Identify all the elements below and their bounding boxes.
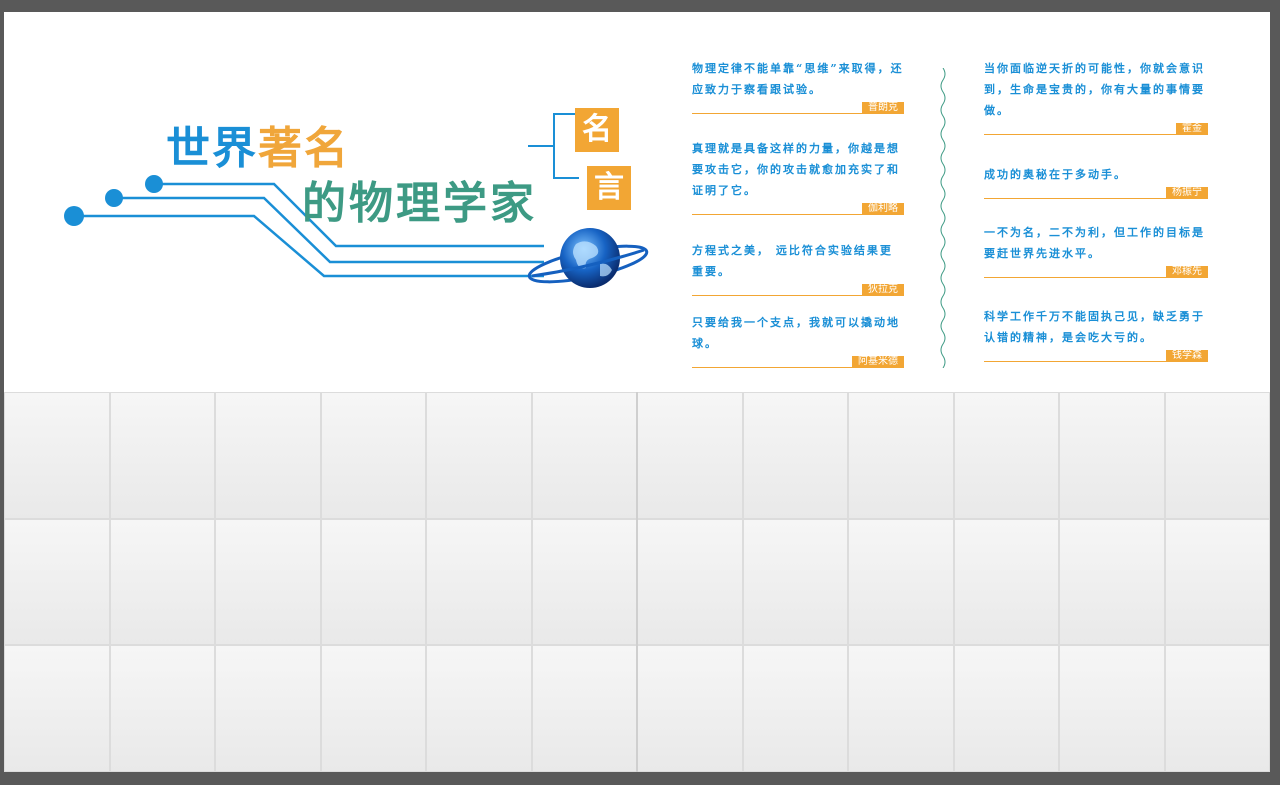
quote-author: 邓稼先 bbox=[1166, 266, 1208, 278]
quote-card: 真理就是具备这样的力量，你越是想要攻击它，你的攻击就愈加充实了和证明了它。 伽利… bbox=[692, 138, 904, 215]
quote-text: 物理定律不能单靠“思维”来取得，还应致力于察看跟试验。 bbox=[692, 62, 904, 96]
quote-card: 只要给我一个支点，我就可以撬动地球。 阿基米德 bbox=[692, 312, 904, 368]
badge-ming: 名 bbox=[575, 108, 619, 152]
wall-tile bbox=[953, 518, 1059, 646]
wall-tile bbox=[953, 645, 1059, 772]
circuit-node bbox=[105, 189, 123, 207]
wall-tile bbox=[742, 392, 848, 519]
page-subtitle: 的物理学家 bbox=[302, 178, 537, 229]
wall-tile bbox=[531, 518, 637, 646]
title-part-2: 著名 bbox=[258, 123, 350, 174]
quote-author: 杨振宁 bbox=[1166, 187, 1208, 199]
wall-tile bbox=[215, 518, 321, 646]
quote-author: 阿基米德 bbox=[852, 356, 904, 368]
wavy-divider bbox=[940, 68, 946, 368]
circuit-node bbox=[64, 206, 84, 226]
wall-tile bbox=[426, 645, 532, 772]
quote-author: 钱学森 bbox=[1166, 350, 1208, 362]
wall-tile bbox=[531, 392, 637, 519]
quote-text: 成功的奥秘在于多动手。 bbox=[984, 168, 1127, 181]
quote-author: 伽利略 bbox=[862, 203, 904, 215]
wall-tile bbox=[953, 392, 1059, 519]
wall-tile bbox=[4, 518, 110, 646]
wall-tile bbox=[848, 518, 954, 646]
wall-tile bbox=[531, 645, 637, 772]
quote-text: 科学工作千万不能固执己见，缺乏勇于认错的精神，是会吃大亏的。 bbox=[984, 310, 1205, 344]
wall-tile bbox=[848, 392, 954, 519]
quote-text: 真理就是具备这样的力量，你越是想要攻击它，你的攻击就愈加充实了和证明了它。 bbox=[692, 142, 900, 197]
wall-tile bbox=[742, 518, 848, 646]
wall-tile bbox=[637, 518, 743, 646]
quote-card: 科学工作千万不能固执己见，缺乏勇于认错的精神，是会吃大亏的。 钱学森 bbox=[984, 306, 1208, 362]
quote-card: 当你面临逆天折的可能性，你就会意识到，生命是宝贵的，你有大量的事情要做。 霍金 bbox=[984, 58, 1208, 135]
quote-card: 成功的奥秘在于多动手。 杨振宁 bbox=[984, 164, 1208, 199]
quote-text: 方程式之美， 远比符合实验结果更重要。 bbox=[692, 244, 893, 278]
title-part-1: 世界 bbox=[166, 123, 258, 174]
wall-tile bbox=[320, 645, 426, 772]
tile-wall bbox=[4, 392, 1270, 772]
quote-author: 狄拉克 bbox=[862, 284, 904, 296]
wall-tile bbox=[1164, 645, 1270, 772]
wall-tile bbox=[848, 645, 954, 772]
wall-tile bbox=[320, 518, 426, 646]
wall-tile bbox=[215, 645, 321, 772]
globe-icon bbox=[527, 228, 649, 288]
wall-tile bbox=[4, 392, 110, 519]
quote-card: 一不为名，二不为利，但工作的目标是要赶世界先进水平。 邓稼先 bbox=[984, 222, 1208, 278]
wall-tile bbox=[109, 392, 215, 519]
wall-tile bbox=[215, 392, 321, 519]
quote-text: 一不为名，二不为利，但工作的目标是要赶世界先进水平。 bbox=[984, 226, 1205, 260]
page-title: 世界著名 bbox=[166, 112, 350, 176]
quote-card: 方程式之美， 远比符合实验结果更重要。 狄拉克 bbox=[692, 240, 904, 296]
wall-tile bbox=[426, 518, 532, 646]
wall-tile bbox=[1164, 392, 1270, 519]
wall-tile bbox=[320, 392, 426, 519]
wall-tile bbox=[637, 392, 743, 519]
quote-card: 物理定律不能单靠“思维”来取得，还应致力于察看跟试验。 普朗克 bbox=[692, 58, 904, 114]
wall-tile bbox=[109, 518, 215, 646]
wall-tile bbox=[1059, 392, 1165, 519]
quote-text: 当你面临逆天折的可能性，你就会意识到，生命是宝贵的，你有大量的事情要做。 bbox=[984, 62, 1205, 117]
quote-author: 普朗克 bbox=[862, 102, 904, 114]
display-board: 世界著名 的物理学家 名 言 物理定律不能单靠“思维”来取得，还应致力于察看跟试… bbox=[4, 12, 1270, 392]
wall-tile bbox=[1059, 518, 1165, 646]
wall-tile bbox=[1059, 645, 1165, 772]
quote-text: 只要给我一个支点，我就可以撬动地球。 bbox=[692, 316, 900, 350]
badge-yan: 言 bbox=[587, 166, 631, 210]
circuit-lines-graphic bbox=[64, 113, 579, 278]
wall-tile bbox=[637, 645, 743, 772]
wall-tile bbox=[426, 392, 532, 519]
wall-tile bbox=[742, 645, 848, 772]
quote-author: 霍金 bbox=[1176, 123, 1208, 135]
wall-tile bbox=[4, 645, 110, 772]
wall-tile bbox=[1164, 518, 1270, 646]
wall-tile bbox=[109, 645, 215, 772]
circuit-node bbox=[145, 175, 163, 193]
wall-seam bbox=[636, 392, 638, 772]
